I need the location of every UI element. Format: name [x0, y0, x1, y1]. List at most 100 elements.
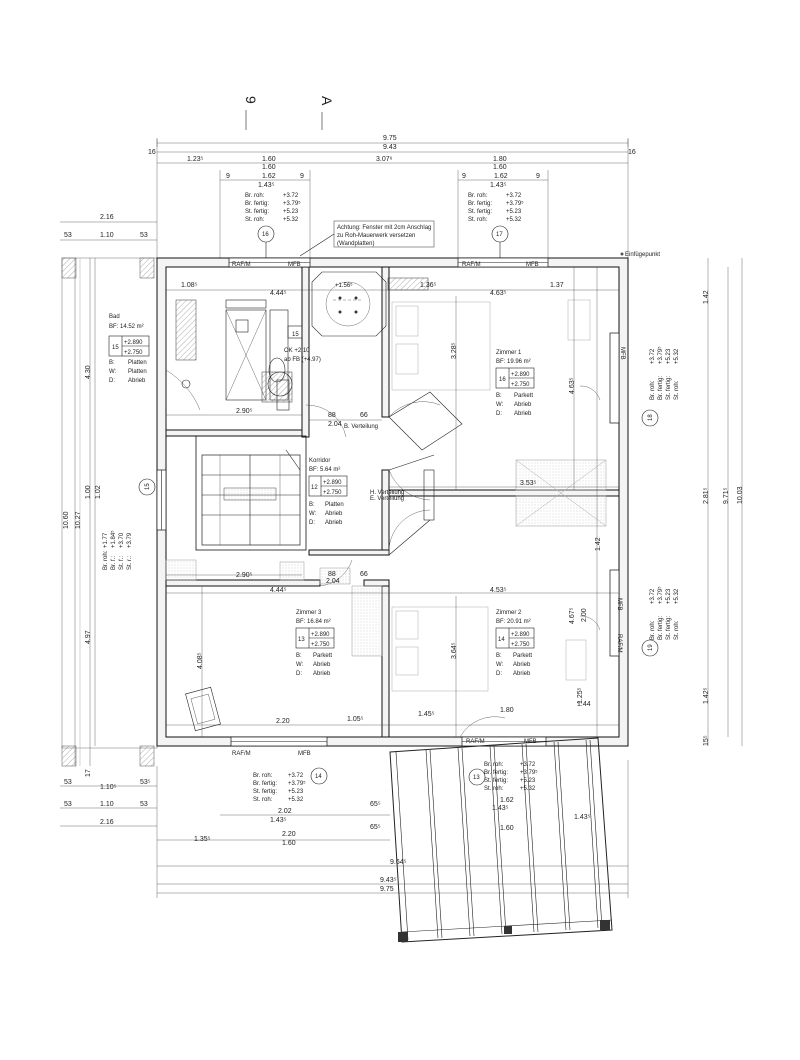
spec-16-val4: +5.32	[283, 217, 299, 223]
interior-dims: 1.08⁵ 4.44⁵ 1.36⁵ 4.63⁵ 1.37 2.90⁵ 88 66…	[166, 267, 619, 737]
dim-bot-9-64: 9.64⁵	[390, 859, 407, 866]
room-korr-wv: Abrieb	[325, 511, 343, 517]
top-dimension-chains: 9.75 9.43 16 1.23⁵ 1.60 3.07⁶ 1.80 16 1.…	[148, 135, 636, 258]
room-bad-h1: +2.890	[124, 340, 143, 346]
room-z1-area: BF: 19.96 m²	[496, 359, 531, 365]
dim-1-80: 1.80	[500, 707, 514, 714]
window-tag-19-group: 19 Br. roh: Br. fertig: St. fertig: St. …	[641, 586, 680, 657]
dim-4-53: 4.53⁵	[490, 587, 507, 594]
dim-overall-top: 9.75	[383, 135, 397, 142]
spec-15-val1: +1.77	[103, 532, 109, 548]
dim-top-e: 1.80	[493, 156, 507, 163]
dim-right-9-71: 9.71⁵	[723, 487, 730, 504]
room-z3-h1: +2.890	[311, 632, 330, 638]
dim-bot-65b: 65⁵	[370, 824, 381, 831]
room-zimmer3: Zimmer 3 BF: 16.84 m² 13 +2.890 +2.750 B…	[295, 610, 335, 677]
axis-a-label: A	[319, 96, 335, 106]
dim-left-1-00: 1.00	[85, 485, 92, 499]
room-zimmer2: Zimmer 2 BF: 20.91 m² 14 +2.890 +2.750 B…	[495, 610, 535, 677]
dim-bot-53d: 53	[140, 801, 148, 808]
spec-15-line4: St. r.:	[127, 556, 133, 570]
dim-left-4-97: 4.97	[85, 630, 92, 644]
right-vertical-dims: 10.03 9.71⁵ 1.42 2.81⁵ 1.42⁵ 15⁵	[703, 258, 744, 746]
dim-bot-1-10b: 1.10	[100, 801, 114, 808]
pergola	[389, 737, 613, 943]
windows: RAF/M MFB RAF/M MFB RAF/M MFB RAF/M MFB …	[156, 257, 625, 757]
room-z2-num: 14	[498, 637, 505, 643]
spec-18-line3: St. fertig:	[666, 376, 672, 400]
dim-bot-53b: 53⁵	[140, 779, 151, 786]
raf-top-right: RAF/M	[462, 262, 481, 268]
spec-18-val1: +3.72	[650, 348, 656, 364]
dim-top-c: 1.60	[262, 156, 276, 163]
mfb-right-upper: MFB	[619, 347, 625, 360]
dim-left-1-10: 1.10	[100, 232, 114, 239]
spec-13-line2: Br. fertig:	[484, 770, 508, 776]
dim-left-10-27: 10.27	[75, 511, 82, 529]
dim-bot-1-62: 1.62	[500, 797, 514, 804]
spec-14-line3: St. fertig:	[253, 789, 277, 795]
dim-left-4-30: 4.30	[85, 365, 92, 379]
bath-fixtures: +1.56⁵	[165, 271, 429, 438]
room-korr-b: B:	[309, 502, 315, 508]
left-top-dims: 2.16 53 1.10 53	[60, 214, 157, 241]
room-z2-d: D:	[496, 671, 502, 677]
room-korridor: Korridor BF: 5.64 m² 12 +2.890 +2.750 B:…	[308, 458, 348, 526]
dim-right-1-42b: 1.42⁵	[703, 687, 710, 704]
room-bad-area: BF: 14.52 m²	[109, 324, 144, 330]
dim-1-05: 1.05⁵	[347, 716, 364, 723]
spec-18-val2: +3.79⁵	[657, 346, 664, 364]
spec-14-val3: +5.23	[288, 789, 304, 795]
dim-bot-1-60: 1.60	[282, 840, 296, 847]
room-z1-bv: Parkett	[514, 393, 533, 399]
spec-13-val3: +5.23	[520, 778, 536, 784]
spec-19-val4: +5.32	[674, 588, 680, 604]
window-spec-14: Br. roh: Br. fertig: St. fertig: St. roh…	[253, 767, 328, 803]
room-z3-d: D:	[296, 671, 302, 677]
dim-2-90-top: 2.90⁵	[236, 408, 253, 415]
dim-bot-53a: 53	[64, 779, 72, 786]
room-z3-name: Zimmer 3	[296, 610, 322, 616]
spec-16-val3: +5.23	[283, 209, 299, 215]
spec-15-val3: +3.70	[119, 532, 125, 548]
spec-13-val1: +3.72	[520, 762, 536, 768]
spec-17-val1: +3.72	[506, 193, 522, 199]
room-z2-bv: Parkett	[513, 653, 532, 659]
room-bad-w: W:	[109, 369, 117, 375]
mfb-bottom-left: MFB	[298, 751, 311, 757]
spec-16-line3: St. fertig:	[245, 209, 269, 215]
dim-top-p: 1.43⁵	[490, 182, 507, 189]
dim-bot-1-35: 1.35⁵	[194, 836, 211, 843]
dim-2-90-bottom: 2.90⁵	[236, 572, 253, 579]
spec-19-line3: St. fertig:	[666, 616, 672, 640]
dim-left-10-60: 10.60	[63, 511, 70, 529]
room-bad-h2: +2.750	[124, 350, 143, 356]
stair: 15 OK +2.10 ab FB (+4.97)	[201, 299, 321, 546]
mfb-top-left: MFB	[288, 262, 301, 268]
dim-left-2-16: 2.16	[100, 214, 114, 221]
dim-right-10-03: 10.03	[737, 486, 744, 504]
spec-17-val2: +3.79⁵	[506, 200, 524, 207]
dim-bot-1-10: 1.10⁵	[100, 784, 117, 791]
dim-66-top: 66	[360, 412, 368, 419]
dim-1-44: 1.44	[577, 701, 591, 708]
dim-top-i: 9	[226, 173, 230, 180]
spec-17-line2: Br. fertig:	[468, 201, 492, 207]
room-z2-b: B:	[496, 653, 502, 659]
dim-4-44-bottom: 4.44⁵	[270, 587, 287, 594]
dim-bot-65: 65⁵	[370, 801, 381, 808]
mfb-right-lower: MFB	[616, 598, 622, 611]
spec-19-val1: +3.72	[650, 588, 656, 604]
room-korr-h2: +2.750	[323, 490, 342, 496]
spec-16-val1: +3.72	[283, 193, 299, 199]
room-z1-d: D:	[496, 411, 502, 417]
furniture	[165, 299, 607, 738]
verteilung-b: B. Verteilung	[344, 424, 378, 430]
room-z1-h2: +2.750	[511, 382, 530, 388]
room-bad-dv: Abrieb	[128, 378, 146, 384]
spec-17-line3: St. fertig:	[468, 209, 492, 215]
room-z1-h1: +2.890	[511, 372, 530, 378]
dim-top-f: 16	[628, 149, 636, 156]
spec-15-val4: +3.79	[127, 532, 133, 548]
